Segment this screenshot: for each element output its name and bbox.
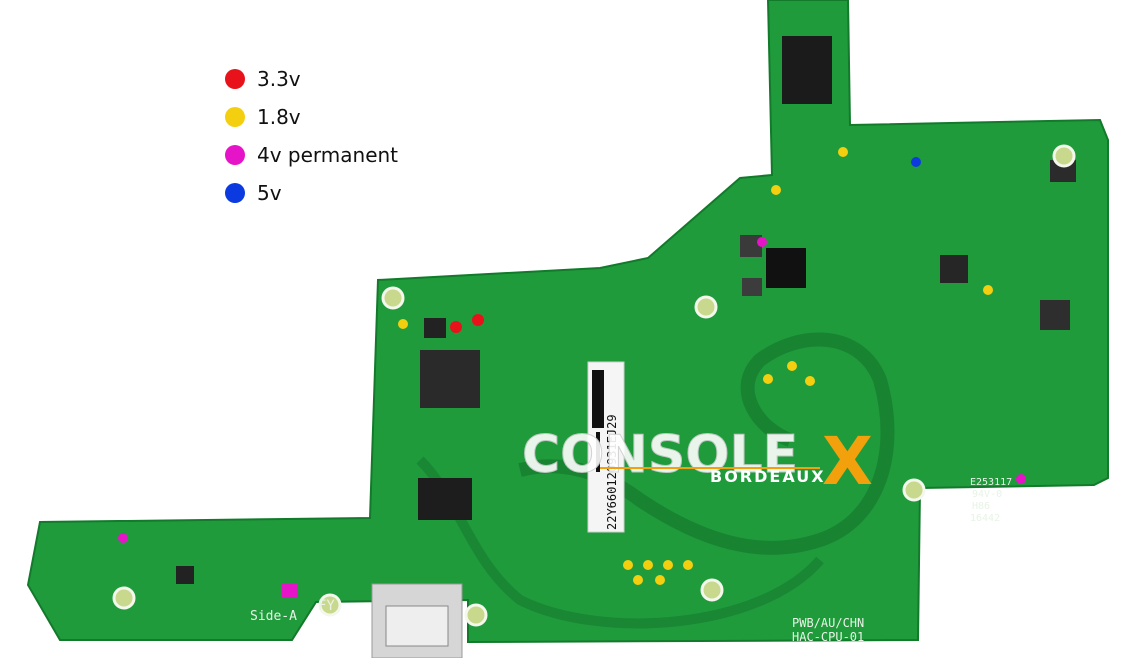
testpoint-1v8 [683, 560, 693, 570]
testpoint-3v3 [450, 321, 462, 333]
mounting-hole [1052, 144, 1076, 168]
chip [424, 318, 446, 338]
blue-dot-icon [225, 183, 245, 203]
testpoint-4v [1016, 474, 1026, 484]
watermark: CONSOLE X BORDEAUX [522, 423, 873, 500]
mounting-hole [700, 578, 724, 602]
testpoint-1v8 [838, 147, 848, 157]
barcode-sticker [587, 361, 625, 533]
silk-cert-2: 94V-0 [972, 489, 1002, 500]
silk-cert-4: 16442 [970, 513, 1000, 524]
mounting-hole [902, 478, 926, 502]
chip [940, 255, 968, 283]
testpoint-1v8 [623, 560, 633, 570]
pmic-chip [766, 248, 806, 288]
pcb-trace-area [518, 332, 895, 555]
chip [740, 235, 762, 257]
barcode-text: 22Y660120931EJ29 [605, 414, 619, 530]
silk-model-line2: HAC-CPU-01 [792, 630, 864, 644]
silk-fy-label: FY [318, 598, 335, 614]
mounting-hole [381, 286, 405, 310]
testpoint-1v8 [633, 575, 643, 585]
testpoint-5v [911, 157, 921, 167]
voltage-legend: 3.3v 1.8v 4v permanent 5v [225, 60, 398, 212]
legend-label: 3.3v [257, 67, 301, 91]
watermark-main: CONSOLE [522, 425, 798, 485]
testpoint-1v8 [805, 376, 815, 386]
yellow-dot-icon [225, 107, 245, 127]
red-dot-icon [225, 69, 245, 89]
mounting-hole [464, 603, 488, 627]
watermark-x: X [822, 423, 873, 500]
testpoint-4v [282, 584, 298, 598]
legend-label: 4v permanent [257, 143, 399, 167]
testpoint-1v8 [655, 575, 665, 585]
legend-item-5v: 5v [225, 174, 398, 212]
chip [742, 278, 762, 296]
silk-side-label: Side-A [250, 609, 297, 624]
chip [1040, 300, 1070, 330]
usb-c-port-opening [385, 605, 449, 647]
testpoint-1v8 [398, 319, 408, 329]
memory-chip [782, 36, 832, 104]
silk-cert-1: E253117 [970, 477, 1012, 488]
controller-chip [420, 350, 480, 408]
watermark-sub: BORDEAUX [710, 467, 826, 486]
magenta-dot-icon [225, 145, 245, 165]
chip [418, 478, 472, 520]
legend-label: 5v [257, 181, 282, 205]
testpoint-1v8 [663, 560, 673, 570]
testpoint-1v8 [763, 374, 773, 384]
mounting-hole [112, 586, 136, 610]
silk-model-line1: PWB/AU/CHN [792, 616, 864, 630]
testpoint-1v8 [983, 285, 993, 295]
pcb-board [26, 0, 1109, 644]
testpoint-1v8 [643, 560, 653, 570]
testpoint-3v3 [472, 314, 484, 326]
mounting-hole [318, 593, 342, 617]
legend-label: 1.8v [257, 105, 301, 129]
legend-item-3v3: 3.3v [225, 60, 398, 98]
testpoint-4v [757, 237, 767, 247]
legend-item-4v: 4v permanent [225, 136, 398, 174]
testpoint-1v8 [771, 185, 781, 195]
mounting-hole [694, 295, 718, 319]
chip [176, 566, 194, 584]
silk-cert-3: H86 [972, 501, 990, 512]
testpoint-1v8 [787, 361, 797, 371]
legend-item-1v8: 1.8v [225, 98, 398, 136]
testpoint-4v [118, 533, 128, 543]
